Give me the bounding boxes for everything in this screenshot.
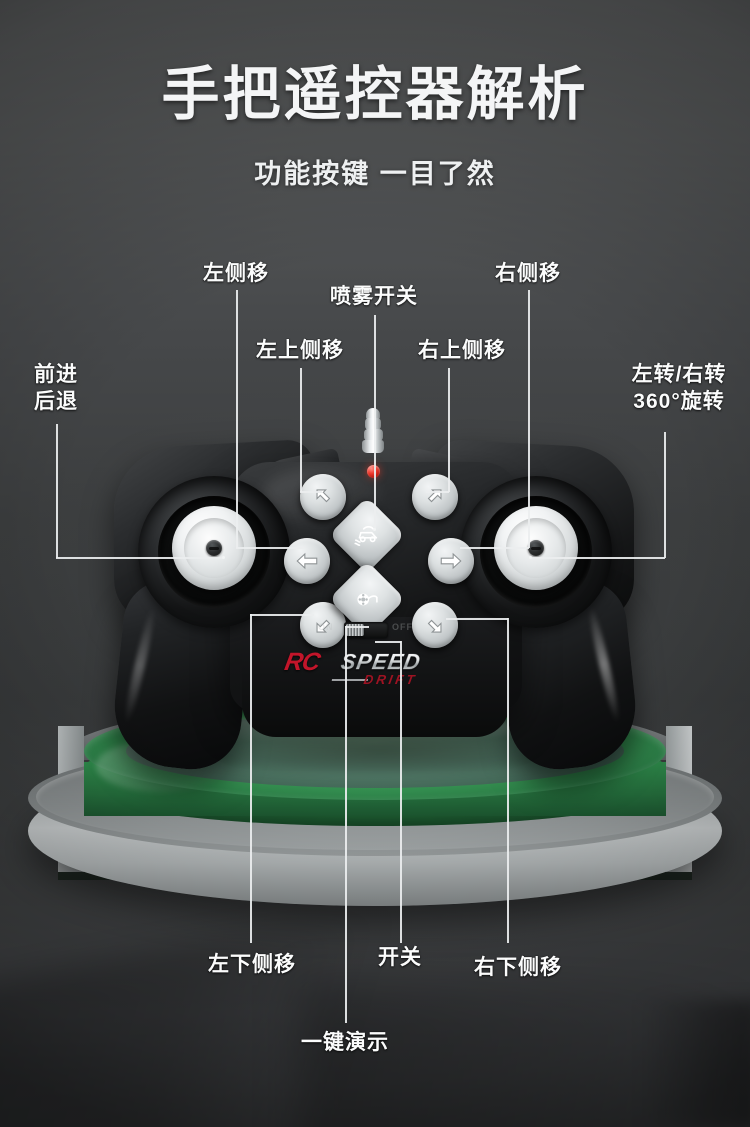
- arrow-down-right-icon: [427, 619, 442, 633]
- brand-logo: RC SPEED DRIFT: [280, 648, 467, 688]
- callout-label-spray-switch: 喷雾开关: [330, 285, 418, 308]
- leader-endpoint-forward-backward: [222, 556, 225, 559]
- antenna: [362, 408, 384, 458]
- arrow-right-button[interactable]: [428, 538, 474, 584]
- arrow-down-left-icon: [316, 619, 331, 633]
- callout-label-right-shift: 右侧移: [495, 262, 561, 285]
- antenna-segment: [362, 440, 384, 453]
- joystick-left-screw: [206, 540, 222, 556]
- callout-label-left-shift: 左侧移: [203, 262, 269, 285]
- leader-rotate-h: [530, 557, 665, 559]
- leader-power-switch-h: [375, 641, 401, 643]
- leader-power-switch-v: [400, 641, 402, 943]
- grip-highlight-left: [121, 605, 159, 726]
- leader-demo-v: [345, 626, 347, 1023]
- callout-label-lower-left-shift: 左下侧移: [208, 953, 296, 976]
- leader-rotate-v: [664, 432, 666, 558]
- arrow-up-left-button[interactable]: [300, 474, 346, 520]
- callout-label-upper-left-shift: 左上侧移: [256, 339, 344, 362]
- leader-upper-left-shift-v: [300, 368, 302, 492]
- joystick-right[interactable]: [460, 476, 612, 628]
- callout-label-one-key-demo: 一键演示: [301, 1031, 389, 1054]
- leader-spray-switch-v: [374, 315, 376, 529]
- leader-lower-left-shift-v: [250, 614, 252, 943]
- arrow-right-icon: [440, 552, 462, 570]
- leader-upper-right-shift-v: [448, 368, 450, 492]
- leader-lower-right-shift-v: [507, 618, 509, 943]
- leader-lower-left-shift-h: [250, 614, 314, 616]
- one-key-demo-button[interactable]: [328, 560, 406, 638]
- switch-off-label: OFF: [392, 622, 413, 632]
- leader-left-shift-v: [236, 290, 238, 548]
- joystick-right-screw: [528, 540, 544, 556]
- leader-forward-backward-v: [56, 424, 58, 558]
- leader-right-shift-v: [528, 290, 530, 548]
- page-subtitle: 功能按键 一目了然: [254, 159, 496, 189]
- arrow-up-right-icon: [427, 489, 442, 503]
- demo-icon: [357, 593, 378, 606]
- rc-controller: ON OFF RC SPEED DRIFT: [108, 408, 642, 775]
- leader-demo-h: [345, 626, 369, 628]
- arrow-left-icon: [296, 552, 318, 570]
- arrow-left-button[interactable]: [284, 538, 330, 584]
- leader-lower-right-shift-h: [446, 618, 508, 620]
- spray-icon: [354, 525, 378, 546]
- logo-rc: RC: [282, 648, 322, 676]
- joystick-left-cap[interactable]: [172, 506, 256, 590]
- leader-endpoint-spray: [373, 528, 376, 531]
- callout-label-upper-right-shift: 右上侧移: [418, 339, 506, 362]
- power-led-indicator: [367, 465, 380, 478]
- arrow-up-left-icon: [316, 489, 331, 503]
- arrow-down-right-button[interactable]: [412, 602, 458, 648]
- callout-label-lower-right-shift: 右下侧移: [474, 956, 562, 979]
- arrow-up-right-button[interactable]: [412, 474, 458, 520]
- switch-on-label: ON: [318, 622, 334, 632]
- leader-upper-right-shift-h: [426, 491, 449, 493]
- leader-left-shift-h: [236, 547, 304, 549]
- spray-switch-button[interactable]: [328, 496, 406, 574]
- leader-forward-backward-h: [56, 557, 223, 559]
- antenna-segment: [365, 418, 381, 430]
- callout-label-forward-backward: 前进 后退: [34, 363, 78, 413]
- grip-highlight-right: [585, 604, 623, 724]
- floor-shadow: [0, 884, 575, 1127]
- antenna-segment: [366, 408, 380, 420]
- antenna-segment: [363, 429, 383, 441]
- wall-edge-shadow: [640, 1000, 750, 1127]
- page-title: 手把遥控器解析: [161, 62, 589, 127]
- arrow-down-left-button[interactable]: [300, 602, 346, 648]
- leader-endpoint-rotate: [529, 556, 532, 559]
- leader-right-shift-h: [460, 547, 529, 549]
- leader-upper-left-shift-h: [300, 491, 322, 493]
- callout-label-power-switch: 开关: [378, 946, 422, 969]
- joystick-left[interactable]: [138, 476, 290, 628]
- logo-drift: DRIFT: [362, 672, 419, 687]
- power-slide-switch[interactable]: [344, 622, 388, 638]
- callout-label-rotate: 左转/右转 360°旋转: [631, 363, 727, 413]
